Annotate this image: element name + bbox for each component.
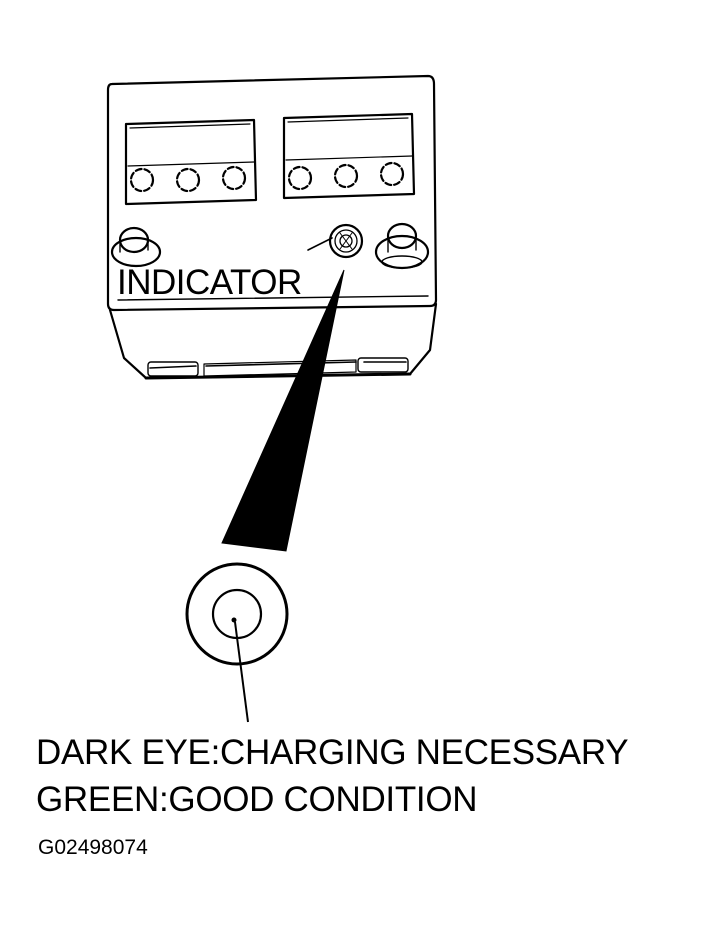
figure-code: G02498074 (38, 836, 148, 859)
negative-terminal (110, 226, 162, 268)
battery-indicator-eye (307, 223, 364, 259)
right-cell-cover (282, 112, 416, 200)
battery-case (106, 74, 438, 380)
callout-wedge (221, 269, 345, 552)
indicator-label: INDICATOR (117, 263, 302, 302)
positive-terminal (374, 222, 430, 270)
left-cell-cover (124, 118, 258, 206)
indicator-detail-icon (185, 562, 289, 723)
legend-dark-eye: DARK EYE:CHARGING NECESSARY (36, 733, 629, 772)
legend-green: GREEN:GOOD CONDITION (36, 780, 478, 819)
